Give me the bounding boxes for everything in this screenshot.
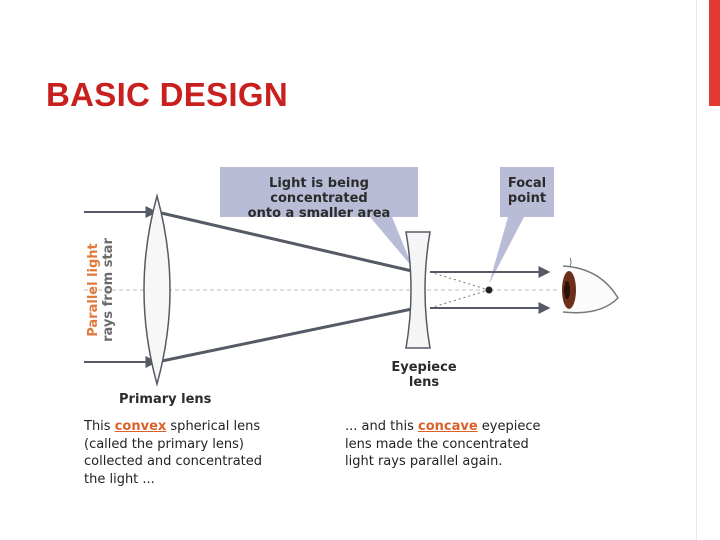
eyepiece-lens-label: Eyepiece lens: [389, 360, 459, 390]
virtual-ray-top: [429, 271, 490, 291]
caption-line: ... and this concave eyepiece: [345, 418, 541, 436]
virtual-ray-bottom: [429, 289, 490, 309]
callout-pointer: [370, 217, 413, 268]
caption-line: This convex spherical lens: [84, 418, 262, 436]
callout-concentrated: Light is being concentrated onto a small…: [220, 167, 418, 221]
focal-callout-pointer: [489, 217, 524, 284]
caption-line: lens made the concentrated: [345, 436, 529, 452]
caption-line: (called the primary lens): [84, 436, 244, 452]
eyepiece-lens: [405, 231, 431, 349]
slide-title: BASIC DESIGN: [46, 76, 288, 113]
caption-convex: This convex spherical lens (called the p…: [84, 418, 262, 488]
primary-lens-label: Primary lens: [119, 392, 212, 407]
focal-point-dot: [485, 286, 493, 294]
eye-icon: [562, 257, 619, 314]
caption-text: spherical lens: [166, 419, 261, 434]
callout-line: point: [507, 191, 547, 206]
accent-bar: [709, 0, 720, 106]
eyepiece-label-line: Eyepiece: [391, 360, 457, 375]
caption-text: This: [84, 419, 115, 434]
callout-focal-point: Focal point: [500, 167, 554, 217]
caption-text: eyepiece: [477, 419, 541, 434]
slide-border-line: [696, 0, 697, 540]
highlight-convex: convex: [114, 419, 167, 434]
eyepiece-label-line: lens: [408, 375, 440, 390]
callout-line: Light is being concentrated: [269, 176, 369, 206]
parallel-rays-label-line2: rays from star: [101, 238, 116, 342]
primary-lens: [143, 193, 171, 387]
callout-line: Focal: [507, 176, 547, 191]
caption-text: ... and this: [345, 419, 418, 434]
caption-line: the light ...: [84, 471, 155, 487]
caption-line: light rays parallel again.: [345, 454, 503, 469]
parallel-rays-label-line1: Parallel light: [86, 243, 101, 337]
converging-ray-bottom: [156, 307, 413, 364]
highlight-concave: concave: [417, 419, 478, 434]
caption-concave: ... and this concave eyepiece lens made …: [345, 418, 541, 471]
converging-ray-top: [156, 210, 413, 273]
caption-line: collected and concentrated: [84, 454, 263, 469]
callout-line: onto a smaller area: [247, 206, 391, 221]
